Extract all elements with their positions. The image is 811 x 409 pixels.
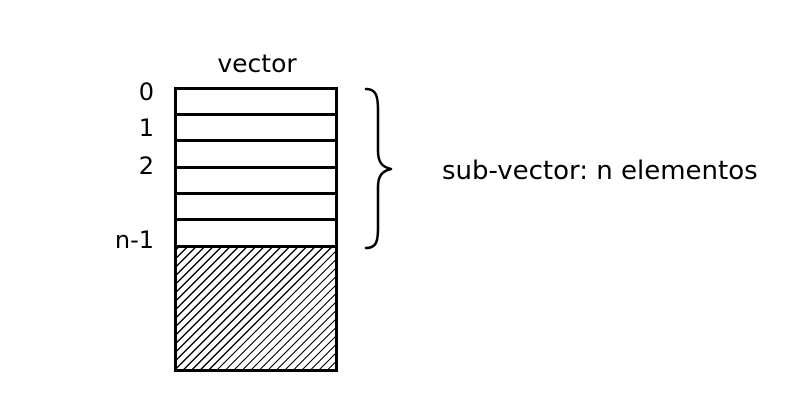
index-label-n-1: n-1 xyxy=(114,226,154,254)
vector-array xyxy=(174,87,338,372)
index-label-1: 1 xyxy=(138,114,154,142)
vector-cell-2 xyxy=(177,142,335,169)
index-label-2: 2 xyxy=(138,152,154,180)
index-label-0: 0 xyxy=(138,78,154,106)
vector-cell-0 xyxy=(177,90,335,116)
vector-cell-1 xyxy=(177,116,335,142)
curly-brace-icon xyxy=(364,87,393,250)
sub-vector-label: sub-vector: n elementos xyxy=(442,156,758,186)
unused-vector-region xyxy=(177,248,335,369)
vector-cell-4 xyxy=(177,195,335,221)
vector-title: vector xyxy=(217,49,297,78)
vector-cell-3 xyxy=(177,169,335,195)
vector-cell-n-1 xyxy=(177,221,335,248)
